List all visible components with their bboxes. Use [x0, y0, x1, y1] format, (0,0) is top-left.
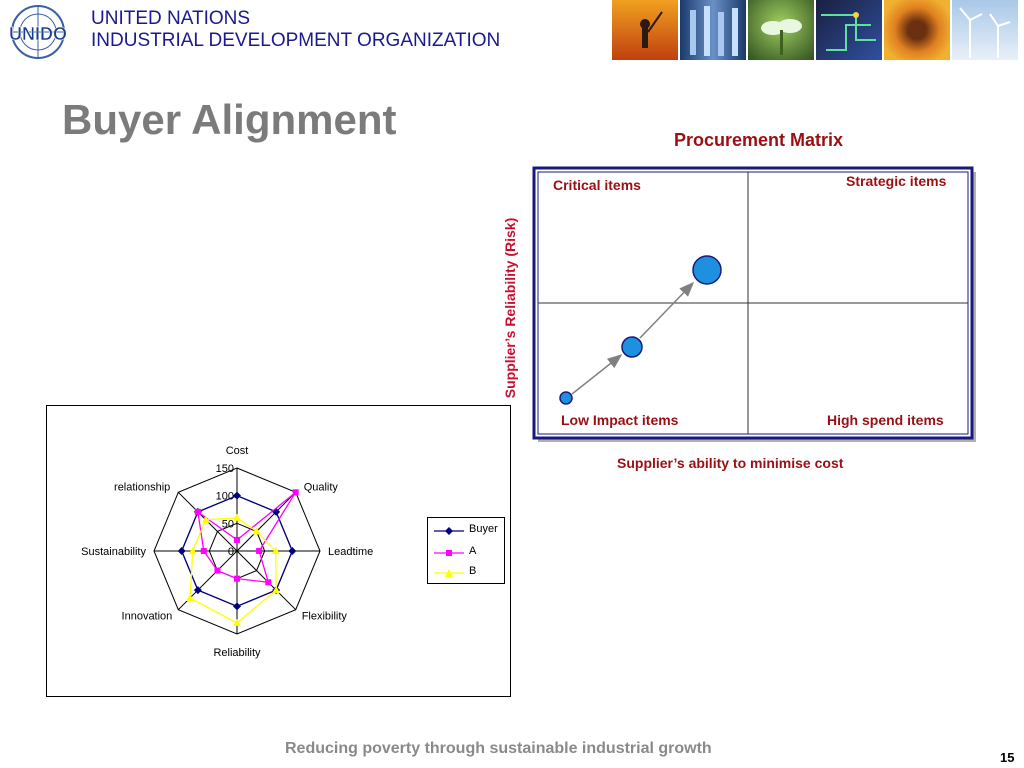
radar-category-label-cost: Cost [226, 445, 249, 457]
matrix-y-axis-label: Supplier’s Reliability (Risk) [502, 217, 518, 399]
legend-item-b: B [432, 563, 504, 583]
progression-arrow-1 [571, 354, 623, 395]
radar-point-a-0 [234, 536, 240, 543]
radar-point-b-2 [271, 547, 280, 554]
radar-point-buyer-6 [177, 547, 186, 555]
radar-point-b-1 [252, 527, 261, 535]
radar-spoke-1 [236, 491, 297, 552]
radar-series-b-line [189, 517, 277, 624]
radar-chart: 0 50 100 150 CostQualityLeadtimeFlexibilityR… [81, 445, 373, 659]
radar-point-b-3 [272, 586, 281, 594]
photo-sunset-child [612, 0, 678, 60]
radar-tick-label-50: 50 [222, 518, 234, 530]
radar-category-label-sustainability: Sustainability [81, 546, 146, 558]
radar-point-a-5 [214, 567, 221, 574]
radar-category-label-flexibility: Flexibility [302, 611, 348, 623]
quadrant-low-impact-items: Low Impact items [561, 412, 679, 428]
radar-category-label-leadtime: Leadtime [328, 546, 373, 558]
radar-category-label-quality: Quality [304, 481, 339, 493]
quadrant-strategic-items: Strategic items [846, 173, 947, 189]
radar-point-a-6 [200, 548, 207, 554]
procurement-matrix [532, 166, 976, 442]
radar-point-a-3 [265, 579, 272, 586]
legend-label-b: B [469, 565, 477, 577]
radar-point-a-7 [194, 508, 201, 515]
radar-point-a-1 [292, 489, 299, 496]
photo-test-tubes [680, 0, 746, 60]
radar-point-buyer-4 [233, 602, 241, 611]
radar-category-label-relationship: relationship [114, 481, 170, 493]
radar-point-buyer-5 [193, 586, 202, 595]
slide-footer: Reducing poverty through sustainable ind… [285, 740, 712, 757]
slide-header: UNIDO UNITED NATIONS INDUSTRIAL DEVELOPM… [0, 0, 1024, 62]
radar-category-label-innovation: Innovation [122, 611, 173, 623]
header-photo-strip [612, 0, 1024, 60]
matrix-point-small [559, 391, 573, 405]
matrix-point-large [692, 255, 722, 285]
page-number: 15 [1000, 750, 1015, 765]
matrix-title: Procurement Matrix [674, 130, 844, 150]
radar-point-a-4 [234, 575, 240, 582]
radar-tick-label-150: 150 [216, 463, 234, 475]
unido-logo-icon: UNIDO [9, 5, 67, 59]
radar-point-a-2 [256, 548, 263, 554]
quadrant-critical-items: Critical items [553, 177, 641, 193]
radar-tick-label-100: 100 [216, 491, 234, 503]
photo-wind-turbines [952, 0, 1018, 60]
radar-category-label-reliability: Reliability [213, 647, 261, 659]
org-line-1: UNITED NATIONS [91, 8, 251, 29]
radar-point-buyer-2 [288, 547, 297, 555]
legend-label-buyer: Buyer [469, 523, 498, 535]
radar-tick-label-0: 0 [228, 546, 234, 558]
quadrant-high-spend-items: High spend items [827, 412, 944, 428]
radar-point-b-5 [186, 593, 195, 601]
radar-point-b-6 [188, 547, 197, 554]
legend-item-a: A [432, 543, 504, 563]
matrix-x-axis-label: Supplier’s ability to minimise cost [617, 455, 844, 471]
radar-legend: Buyer A B [427, 517, 505, 584]
photo-circuit-board [816, 0, 882, 60]
matrix-point-medium [621, 336, 643, 358]
radar-point-b-7 [201, 515, 210, 523]
logo-text: UNIDO [9, 24, 67, 44]
legend-label-a: A [469, 545, 477, 557]
photo-seedling [748, 0, 814, 60]
legend-item-buyer: Buyer [432, 521, 504, 541]
org-line-2: INDUSTRIAL DEVELOPMENT ORGANIZATION [91, 30, 501, 51]
radar-point-b-0 [233, 513, 241, 521]
progression-arrow-2 [639, 281, 695, 339]
photo-sunflower [884, 0, 950, 60]
slide-title: Buyer Alignment [62, 96, 397, 143]
organization-name: UNITED NATIONS INDUSTRIAL DEVELOPMENT OR… [91, 8, 500, 52]
radar-point-buyer-0 [233, 491, 241, 500]
radar-point-b-4 [233, 618, 241, 626]
